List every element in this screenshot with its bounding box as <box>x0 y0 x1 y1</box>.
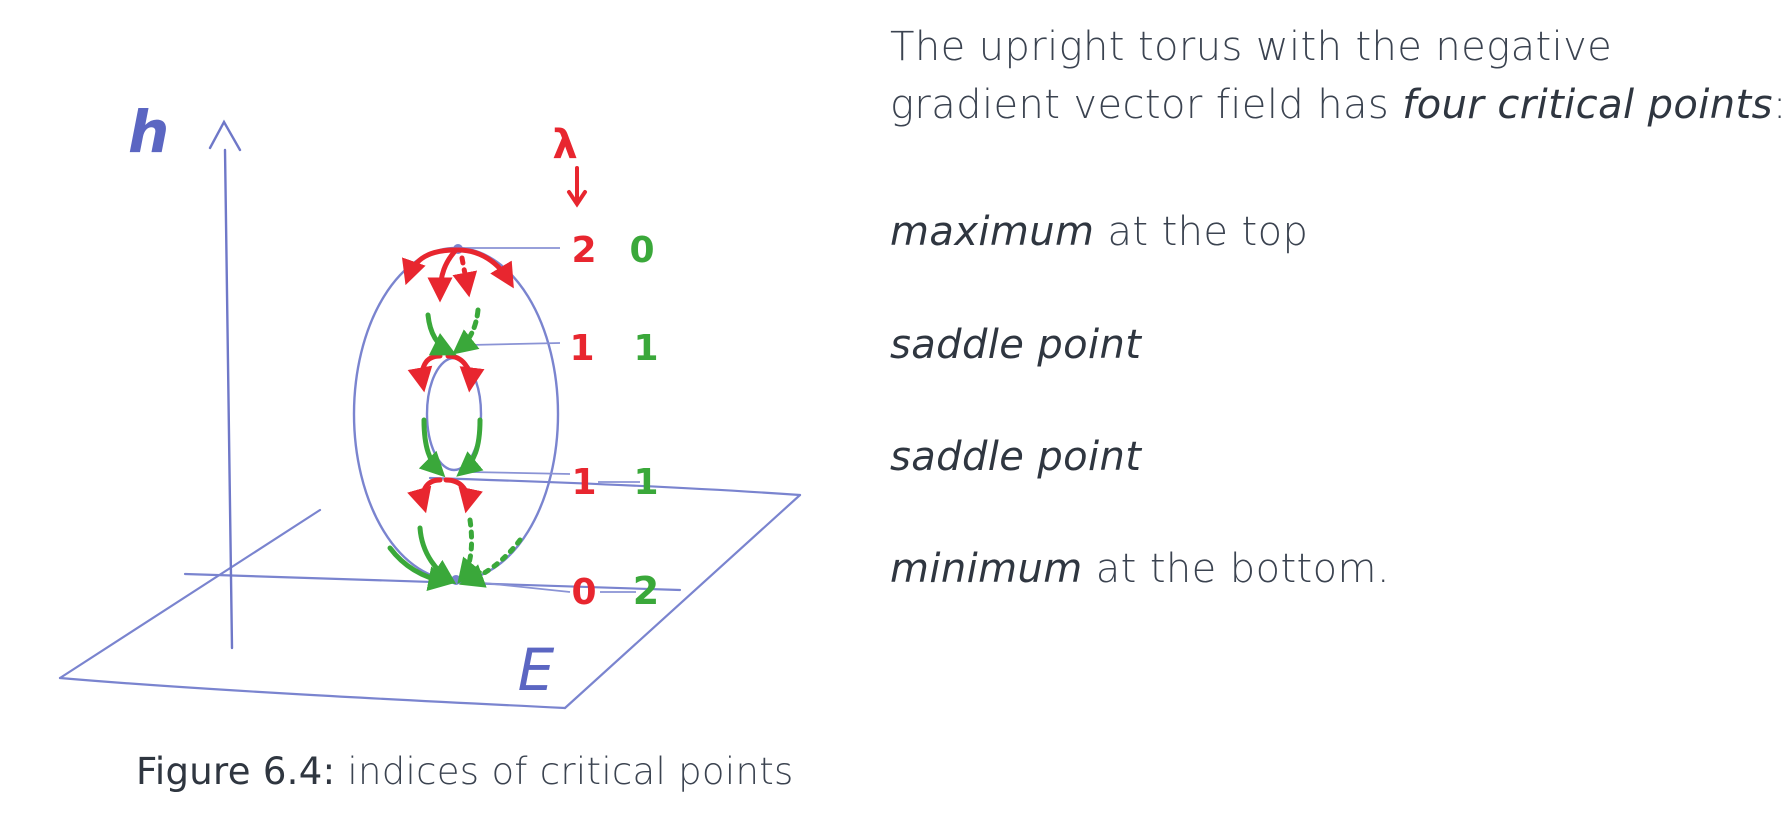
item-maximum-rest: at the top <box>1094 209 1309 255</box>
green-gradient-arrows <box>387 307 523 591</box>
caption-label: Figure 6.4: <box>136 750 336 793</box>
intro-line-2-suffix: : <box>1773 82 1784 128</box>
torus-figure: h λ 2 <box>58 98 802 710</box>
item-saddle-1-emph: saddle point <box>890 322 1142 368</box>
item-saddle-2: saddle point <box>890 434 1141 480</box>
h-axis <box>208 119 242 650</box>
item-minimum-rest: at the bottom. <box>1082 546 1390 592</box>
intro-paragraph: The upright torus with the negative grad… <box>890 18 1784 134</box>
item-maximum-emph: maximum <box>890 209 1095 255</box>
green-index-saddle-1: 1 <box>633 328 658 369</box>
green-index-max: 0 <box>629 230 654 271</box>
item-saddle-2-emph: saddle point <box>890 434 1142 480</box>
plane-label-e: E <box>518 636 555 704</box>
red-index-saddle-1: 1 <box>569 328 594 369</box>
plane-e <box>58 476 802 710</box>
red-gradient-arrows <box>401 247 514 514</box>
lambda-header: λ <box>552 122 577 168</box>
item-minimum: minimum at the bottom. <box>890 546 1390 592</box>
axis-label-h: h <box>128 98 169 166</box>
intro-line-2: gradient vector field has four critical … <box>890 76 1784 134</box>
green-index-min: 2 <box>633 569 659 613</box>
item-minimum-emph: minimum <box>890 546 1083 592</box>
red-index-max: 2 <box>571 230 596 271</box>
red-index-saddle-2: 1 <box>571 462 596 503</box>
intro-line-1: The upright torus with the negative <box>890 24 1613 70</box>
red-index-min: 0 <box>571 572 596 613</box>
lambda-arrow-icon <box>567 166 587 208</box>
intro-line-2-prefix: gradient vector field has <box>890 82 1403 128</box>
intro-emphasis: four critical points <box>1402 82 1773 128</box>
index-rows: 2 0 1 1 1 1 0 2 <box>569 230 659 613</box>
green-index-saddle-2: 1 <box>633 462 658 503</box>
level-guides <box>454 247 640 593</box>
item-maximum: maximum at the top <box>890 209 1308 255</box>
caption-text: indices of critical points <box>347 750 794 793</box>
figure-caption: Figure 6.4: indices of critical points <box>136 750 794 793</box>
item-saddle-1: saddle point <box>890 322 1141 368</box>
torus <box>352 246 560 582</box>
